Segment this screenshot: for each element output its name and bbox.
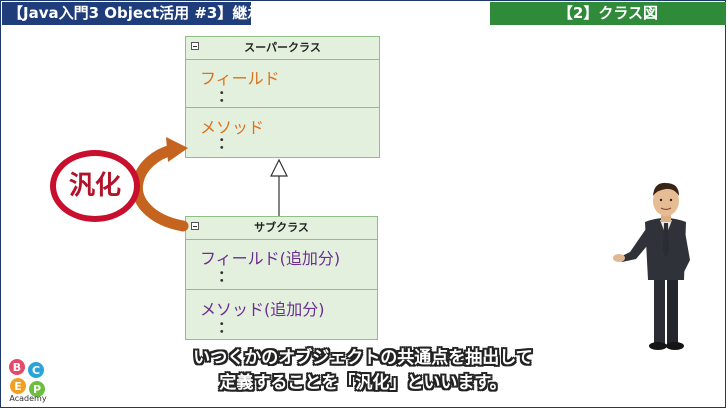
subclass-methods-colon: ： [218,318,234,336]
logo-letter-e: E [14,380,22,393]
presenter-illustration [613,182,690,350]
subclass-fields-section: フィールド(追加分) ： [186,239,377,289]
subclass-fields-colon: ： [218,267,234,285]
logo-letter-p: P [33,383,41,396]
superclass-methods-colon: ： [218,134,234,152]
subclass-methods-label: メソッド(追加分) [200,300,325,319]
subclass-methods-section: メソッド(追加分) ： [186,289,377,340]
logo-letter-b: B [13,361,21,374]
subclass-box: サブクラス フィールド(追加分) ： メソッド(追加分) ： [185,216,378,340]
caption-line-1: いつくかのオブジェクトの共通点を抽出して [193,348,533,368]
superclass-methods-label: メソッド [200,118,265,137]
superclass-fields-section: フィールド ： [186,59,379,107]
generalization-badge: 汎化 [50,150,140,222]
caption-line-2: 定義することを「汎化」といいます。 [219,373,507,393]
superclass-methods-section: メソッド ： [186,107,379,158]
subclass-name: サブクラス [186,217,377,240]
logo-letter-c: C [32,364,40,377]
arrow-head-icon [166,137,188,162]
academy-logo: B C E P [9,359,45,397]
subclass-fields-label: フィールド(追加分) [200,249,341,268]
lesson-title: 【Java入門3 Object活用 #3】継承 [2,2,262,25]
subtitle-caption: いつくかのオブジェクトの共通点を抽出して 定義することを「汎化」といいます。 [150,346,576,396]
inheritance-triangle-icon [270,158,288,177]
collapse-icon [191,222,199,230]
generalization-label: 汎化 [68,171,121,201]
superclass-fields-colon: ： [218,87,234,105]
superclass-fields-label: フィールド [200,69,280,88]
superclass-box: スーパークラス フィールド ： メソッド ： [185,36,380,158]
collapse-icon [191,42,199,50]
section-title: 【2】クラス図 [490,2,726,25]
subclass-name-text: サブクラス [254,221,309,234]
logo-text: Academy [9,394,47,403]
generalization-arrow [131,144,189,232]
superclass-name-text: スーパークラス [244,41,321,54]
superclass-name: スーパークラス [186,37,379,60]
